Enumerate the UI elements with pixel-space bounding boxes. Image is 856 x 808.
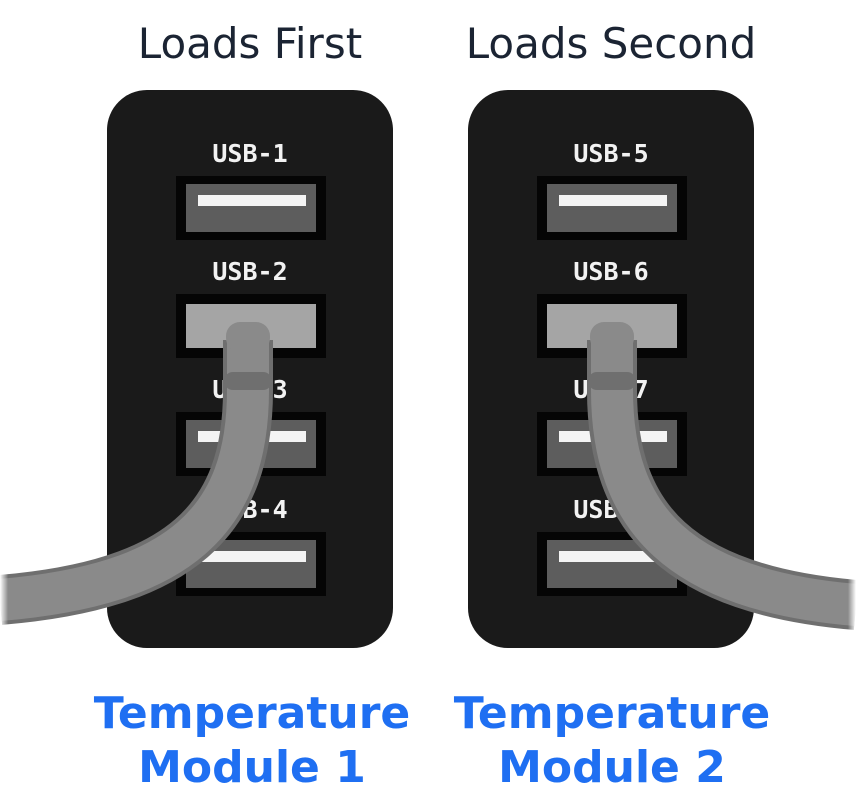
port-inner	[186, 184, 316, 232]
hub-2-cable	[587, 322, 856, 645]
module-2-label: Temperature Module 2	[454, 688, 771, 793]
module-1-label-line1: Temperature	[94, 688, 411, 739]
module-2-label-line2: Module 2	[498, 742, 726, 793]
port-label: USB-5	[573, 139, 648, 168]
port-slot	[559, 551, 667, 562]
hub-1-cable	[0, 322, 273, 640]
port-inner	[547, 184, 677, 232]
port-slot	[559, 195, 667, 206]
hub-1-port-2[interactable]: USB-2	[176, 257, 326, 358]
hub-2-port-5[interactable]: USB-5	[537, 139, 687, 240]
hub-1-title: Loads First	[138, 19, 362, 68]
hub-1-port-1[interactable]: USB-1	[176, 139, 326, 240]
module-1-label-line2: Module 1	[138, 742, 366, 793]
module-1-label: Temperature Module 1	[94, 688, 411, 793]
port-label: USB-1	[212, 139, 287, 168]
module-2-label-line1: Temperature	[454, 688, 771, 739]
port-label: USB-6	[573, 257, 648, 286]
hub-2-title: Loads Second	[466, 19, 757, 68]
hub-2: Loads Second USB-5 USB-6 USB-7 USB-8	[466, 19, 856, 648]
port-label: USB-2	[212, 257, 287, 286]
port-slot	[198, 551, 306, 562]
hub-1: Loads First USB-1 USB-2 USB-3 USB-4	[0, 19, 393, 648]
port-slot	[198, 195, 306, 206]
